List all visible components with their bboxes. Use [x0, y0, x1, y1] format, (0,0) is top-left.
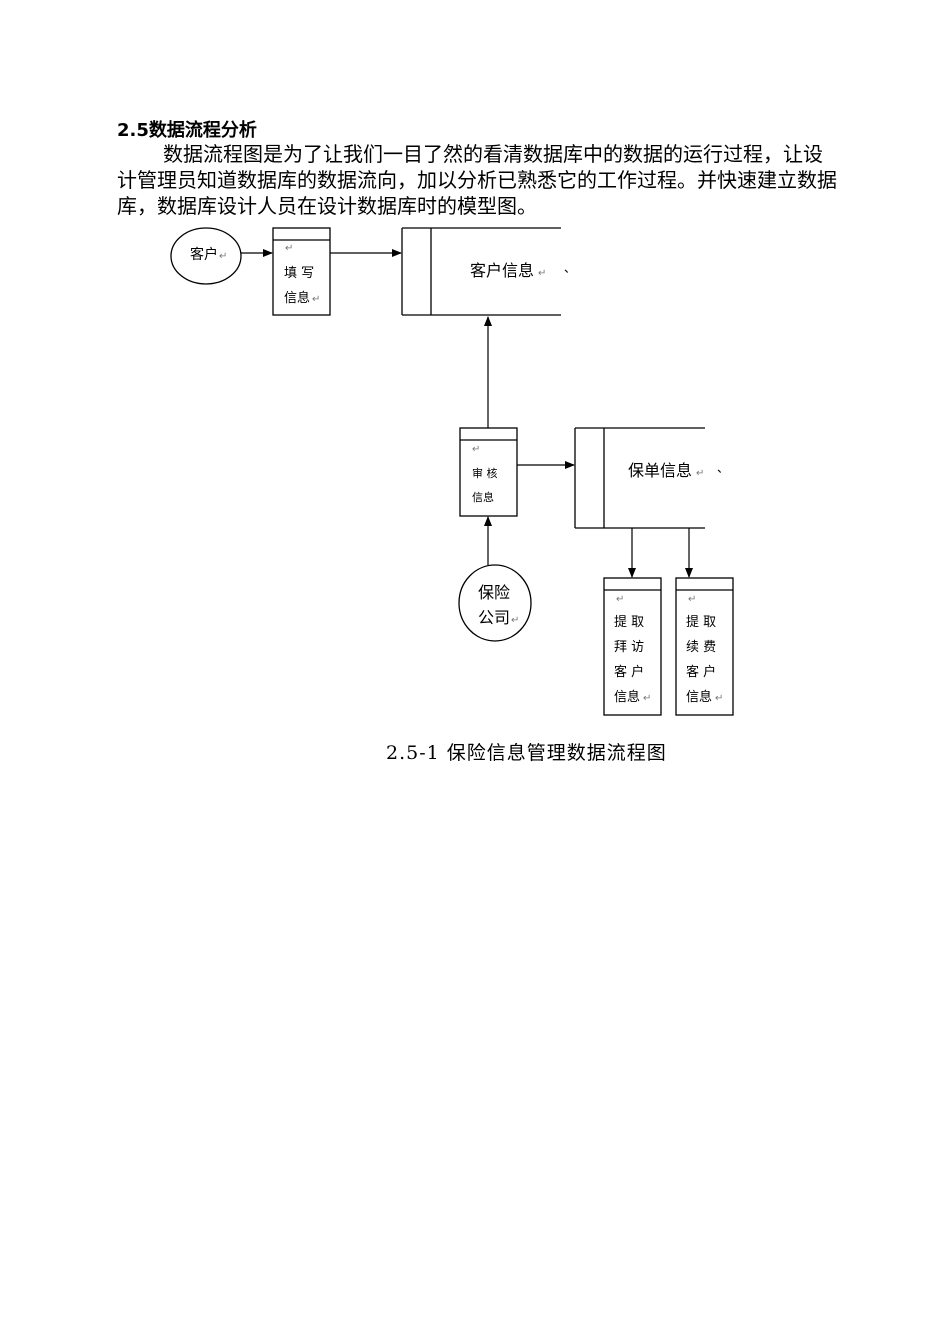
section-paragraph: 数据流程图是为了让我们一目了然的看清数据库中的数据的运行过程，让设计管理员知道数…: [117, 141, 837, 219]
policy-info-store: 保单信息 ↵ 、: [574, 427, 729, 529]
return-mark: ↵: [688, 594, 696, 605]
paragraph-text: 数据流程图是为了让我们一目了然的看清数据库中的数据的运行过程，让设计管理员知道数…: [117, 142, 837, 218]
return-mark: ↵: [715, 693, 723, 704]
insurer-entity: 保险 公司 ↵: [458, 564, 532, 642]
customer-entity: 客户 ↵: [170, 227, 242, 285]
return-mark: ↵: [472, 444, 480, 455]
renew-line1: 提 取: [686, 614, 716, 630]
fill-info-process: ↵ 填 写 信息 ↵: [272, 227, 331, 316]
policy-info-label: 保单信息: [628, 461, 692, 480]
return-mark: ↵: [219, 251, 227, 262]
dot-mark: 、: [564, 261, 576, 275]
renew-line2: 续 费: [686, 640, 716, 655]
fill-info-line2: 信息: [284, 290, 310, 306]
section-heading: 2.5数据流程分析: [117, 120, 257, 141]
fill-info-line1: 填 写: [284, 266, 314, 281]
return-mark: ↵: [511, 615, 519, 626]
renew-line4: 信息: [686, 689, 712, 705]
visit-line1: 提 取: [614, 614, 644, 630]
customer-info-store: 客户信息 ↵ 、: [401, 227, 576, 316]
return-mark: ↵: [538, 268, 546, 279]
insurer-label-line2: 公司: [478, 608, 510, 627]
customer-label: 客户: [190, 246, 218, 263]
return-mark: ↵: [312, 294, 320, 305]
figure-caption: 2.5-1 保险信息管理数据流程图: [386, 742, 667, 764]
extract-renewal-process: ↵ 提 取 续 费 客 户 信息 ↵: [675, 577, 734, 716]
insurer-label-line1: 保险: [478, 583, 510, 602]
return-mark: ↵: [696, 468, 704, 479]
review-info-line2: 信息: [472, 490, 494, 504]
extract-visit-process: ↵ 提 取 拜 访 客 户 信息 ↵: [603, 577, 662, 716]
return-mark: ↵: [285, 243, 293, 254]
review-info-line1: 审 核: [472, 466, 498, 480]
renew-line3: 客 户: [686, 664, 716, 680]
visit-line3: 客 户: [614, 664, 644, 680]
customer-info-label: 客户信息: [470, 261, 534, 280]
visit-line2: 拜 访: [614, 640, 644, 655]
return-mark: ↵: [616, 594, 624, 605]
visit-line4: 信息: [614, 689, 640, 705]
dot-mark: 、: [717, 461, 729, 475]
review-info-process: ↵ 审 核 信息: [459, 427, 518, 517]
return-mark: ↵: [643, 693, 651, 704]
